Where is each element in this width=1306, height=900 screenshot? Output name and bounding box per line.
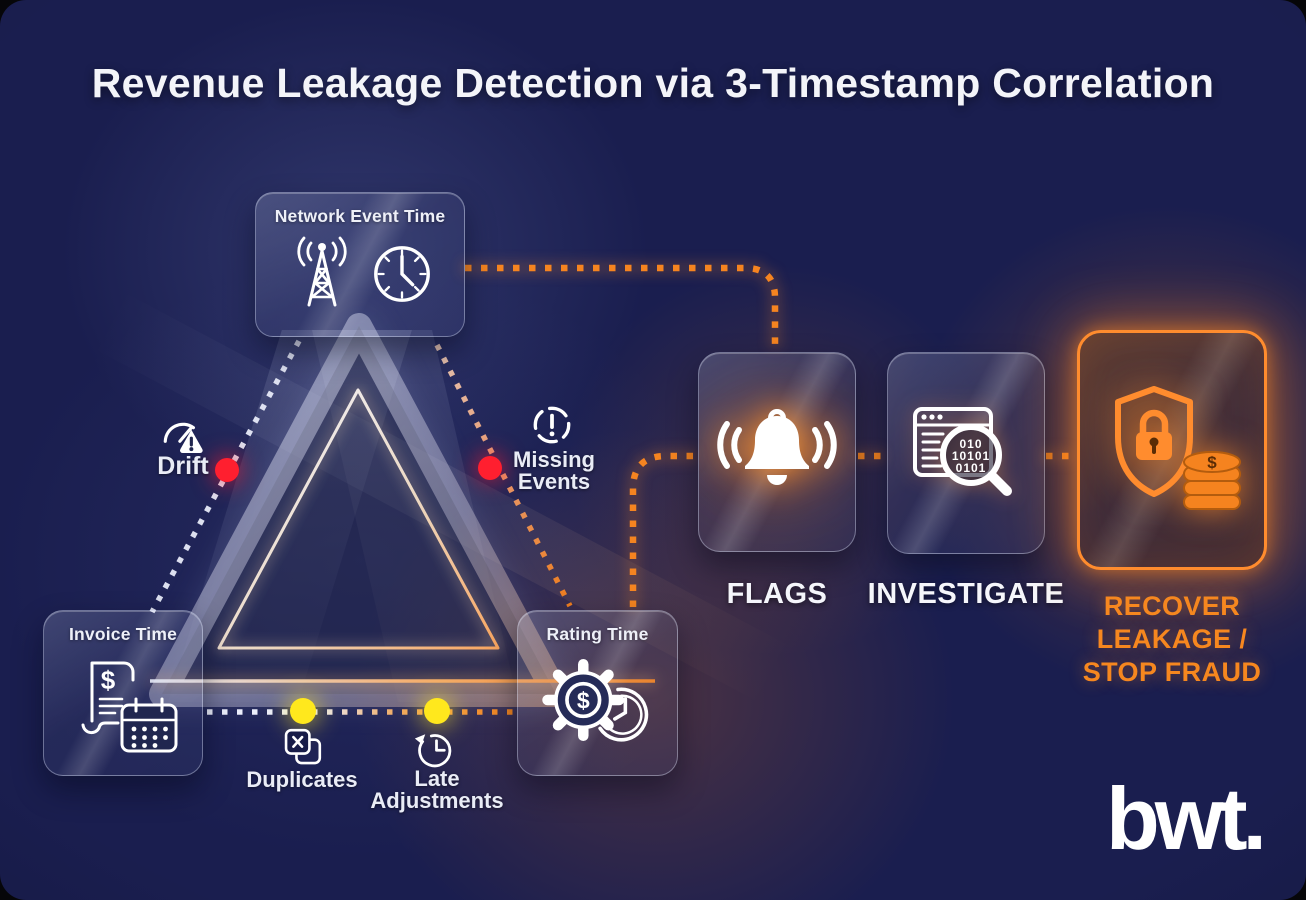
flags-label: FLAGS [726, 578, 828, 610]
magnifier-binary-icon: 010 10101 0101 [913, 407, 1012, 496]
connector-rating-flags [629, 452, 697, 607]
duplicate-files-icon [284, 728, 322, 765]
missing-events-marker-dot [478, 456, 502, 480]
recover-label-line: RECOVER [1103, 591, 1241, 621]
bwt-logo: bwt. [1106, 769, 1267, 868]
svg-text:$: $ [1207, 453, 1217, 472]
svg-text:0101: 0101 [956, 461, 987, 475]
invoice-icon: $ [81, 661, 178, 753]
timer-icon [597, 687, 648, 742]
drift-marker-dot [215, 458, 239, 482]
svg-text:$: $ [101, 665, 116, 695]
investigate-card: 010 10101 0101 [887, 352, 1045, 554]
duplicates-label: Duplicates [246, 767, 358, 792]
invoice-time-node: Invoice Time $ [43, 610, 203, 776]
radio-tower-icon [297, 236, 347, 307]
missing-events-label: Missing Events [513, 447, 595, 494]
svg-text:10101: 10101 [952, 449, 990, 463]
network-event-time-node: Network Event Time [255, 192, 465, 337]
shield-lock-coins-icon: $ [1115, 386, 1241, 510]
alarm-bell-icon [717, 409, 837, 485]
history-clock-icon [414, 734, 452, 768]
late-adjustments-label: Late Adjustments [370, 766, 504, 813]
recover-label: RECOVER LEAKAGE / STOP FRAUD [1054, 590, 1290, 689]
duplicates-marker-dot [290, 698, 316, 724]
gear-dollar-icon: $ [541, 658, 648, 742]
connector-network-flags [465, 264, 779, 351]
lock-icon [1139, 409, 1169, 437]
clock-icon [374, 246, 430, 302]
recover-label-line: LEAKAGE / [1096, 624, 1248, 654]
alert-circle-icon [533, 406, 571, 444]
triangle-outer [149, 313, 569, 707]
recover-card: $ [1077, 330, 1267, 570]
investigate-label: INVESTIGATE [867, 578, 1065, 610]
calendar-icon [120, 697, 178, 753]
node-title: Rating Time [546, 624, 649, 644]
flags-card [698, 352, 856, 552]
coin-stack-icon: $ [1183, 451, 1241, 510]
gauge-warning-icon [163, 422, 203, 454]
page-title: Revenue Leakage Detection via 3-Timestam… [91, 60, 1215, 106]
triangle-inner [217, 388, 500, 650]
drift-label: Drift [157, 452, 209, 480]
edge-dotted-network-rating [434, 343, 573, 608]
recover-label-line: STOP FRAUD [1082, 657, 1262, 687]
svg-text:$: $ [576, 687, 589, 713]
svg-text:010: 010 [959, 437, 982, 451]
node-title: Invoice Time [68, 624, 178, 644]
node-title: Network Event Time [274, 206, 446, 226]
late-adjustments-marker-dot [424, 698, 450, 724]
rating-time-node: Rating Time $ [517, 610, 678, 776]
